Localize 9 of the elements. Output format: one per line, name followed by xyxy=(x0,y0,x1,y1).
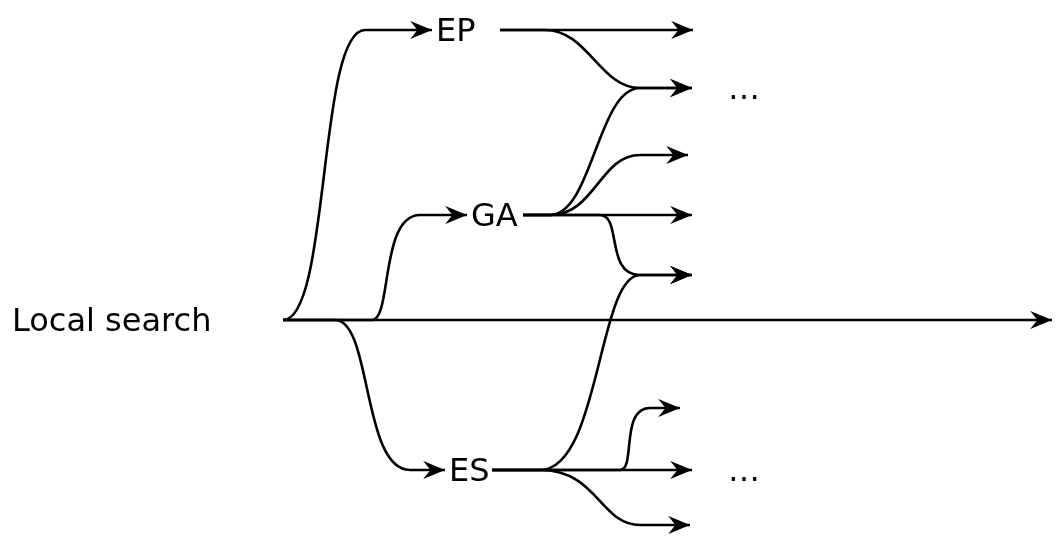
method-label: EP xyxy=(432,10,500,50)
method-label: GA xyxy=(467,195,523,235)
method-label: … xyxy=(692,68,772,108)
method-label: … xyxy=(692,450,772,490)
arrow xyxy=(492,468,690,535)
arrow xyxy=(283,310,1052,330)
arrow xyxy=(282,20,432,322)
method-label: ES xyxy=(445,450,492,490)
method-label: Local search xyxy=(8,300,283,340)
